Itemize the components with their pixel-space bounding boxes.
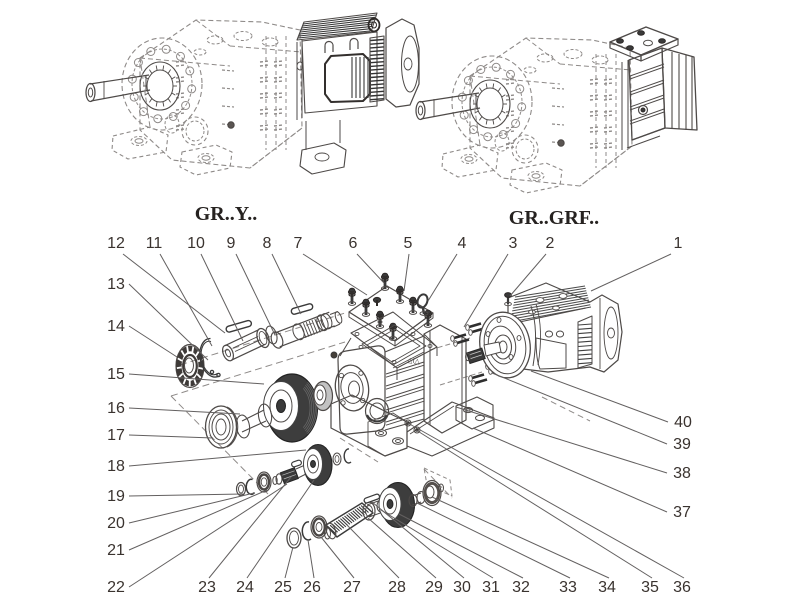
svg-text:22: 22 — [107, 579, 125, 596]
svg-text:8: 8 — [263, 235, 272, 252]
svg-text:21: 21 — [107, 542, 125, 559]
svg-text:38: 38 — [673, 465, 691, 482]
svg-text:16: 16 — [107, 400, 125, 417]
svg-text:△I△: △I△ — [407, 357, 421, 366]
svg-text:2: 2 — [546, 235, 555, 252]
svg-text:5: 5 — [404, 235, 413, 252]
svg-text:12: 12 — [107, 235, 125, 252]
svg-text:9: 9 — [227, 235, 236, 252]
svg-text:35: 35 — [641, 579, 659, 596]
svg-text:32: 32 — [512, 579, 530, 596]
svg-text:3: 3 — [509, 235, 518, 252]
svg-text:18: 18 — [107, 458, 125, 475]
svg-text:40: 40 — [674, 414, 692, 431]
svg-text:GR..Y..: GR..Y.. — [195, 203, 258, 225]
svg-text:19: 19 — [107, 488, 125, 505]
svg-text:29: 29 — [425, 579, 443, 596]
svg-text:39: 39 — [673, 436, 691, 453]
svg-text:36: 36 — [673, 579, 691, 596]
svg-text:17: 17 — [107, 427, 125, 444]
svg-text:11: 11 — [146, 235, 163, 252]
svg-text:24: 24 — [236, 579, 254, 596]
svg-text:27: 27 — [343, 579, 361, 596]
svg-text:23: 23 — [198, 579, 216, 596]
svg-text:28: 28 — [388, 579, 406, 596]
svg-text:20: 20 — [107, 515, 125, 532]
svg-text:37: 37 — [673, 504, 691, 521]
svg-text:13: 13 — [107, 276, 125, 293]
svg-text:25: 25 — [274, 579, 292, 596]
svg-text:6: 6 — [349, 235, 358, 252]
svg-text:14: 14 — [107, 318, 125, 335]
svg-text:31: 31 — [482, 579, 500, 596]
svg-text:1: 1 — [674, 235, 683, 252]
svg-text:33: 33 — [559, 579, 577, 596]
svg-text:15: 15 — [107, 366, 125, 383]
svg-text:30: 30 — [453, 579, 471, 596]
svg-text:10: 10 — [187, 235, 205, 252]
svg-text:34: 34 — [598, 579, 616, 596]
svg-text:26: 26 — [303, 579, 321, 596]
svg-text:GR..GRF..: GR..GRF.. — [509, 207, 599, 229]
svg-text:4: 4 — [458, 235, 467, 252]
svg-text:7: 7 — [294, 235, 303, 252]
